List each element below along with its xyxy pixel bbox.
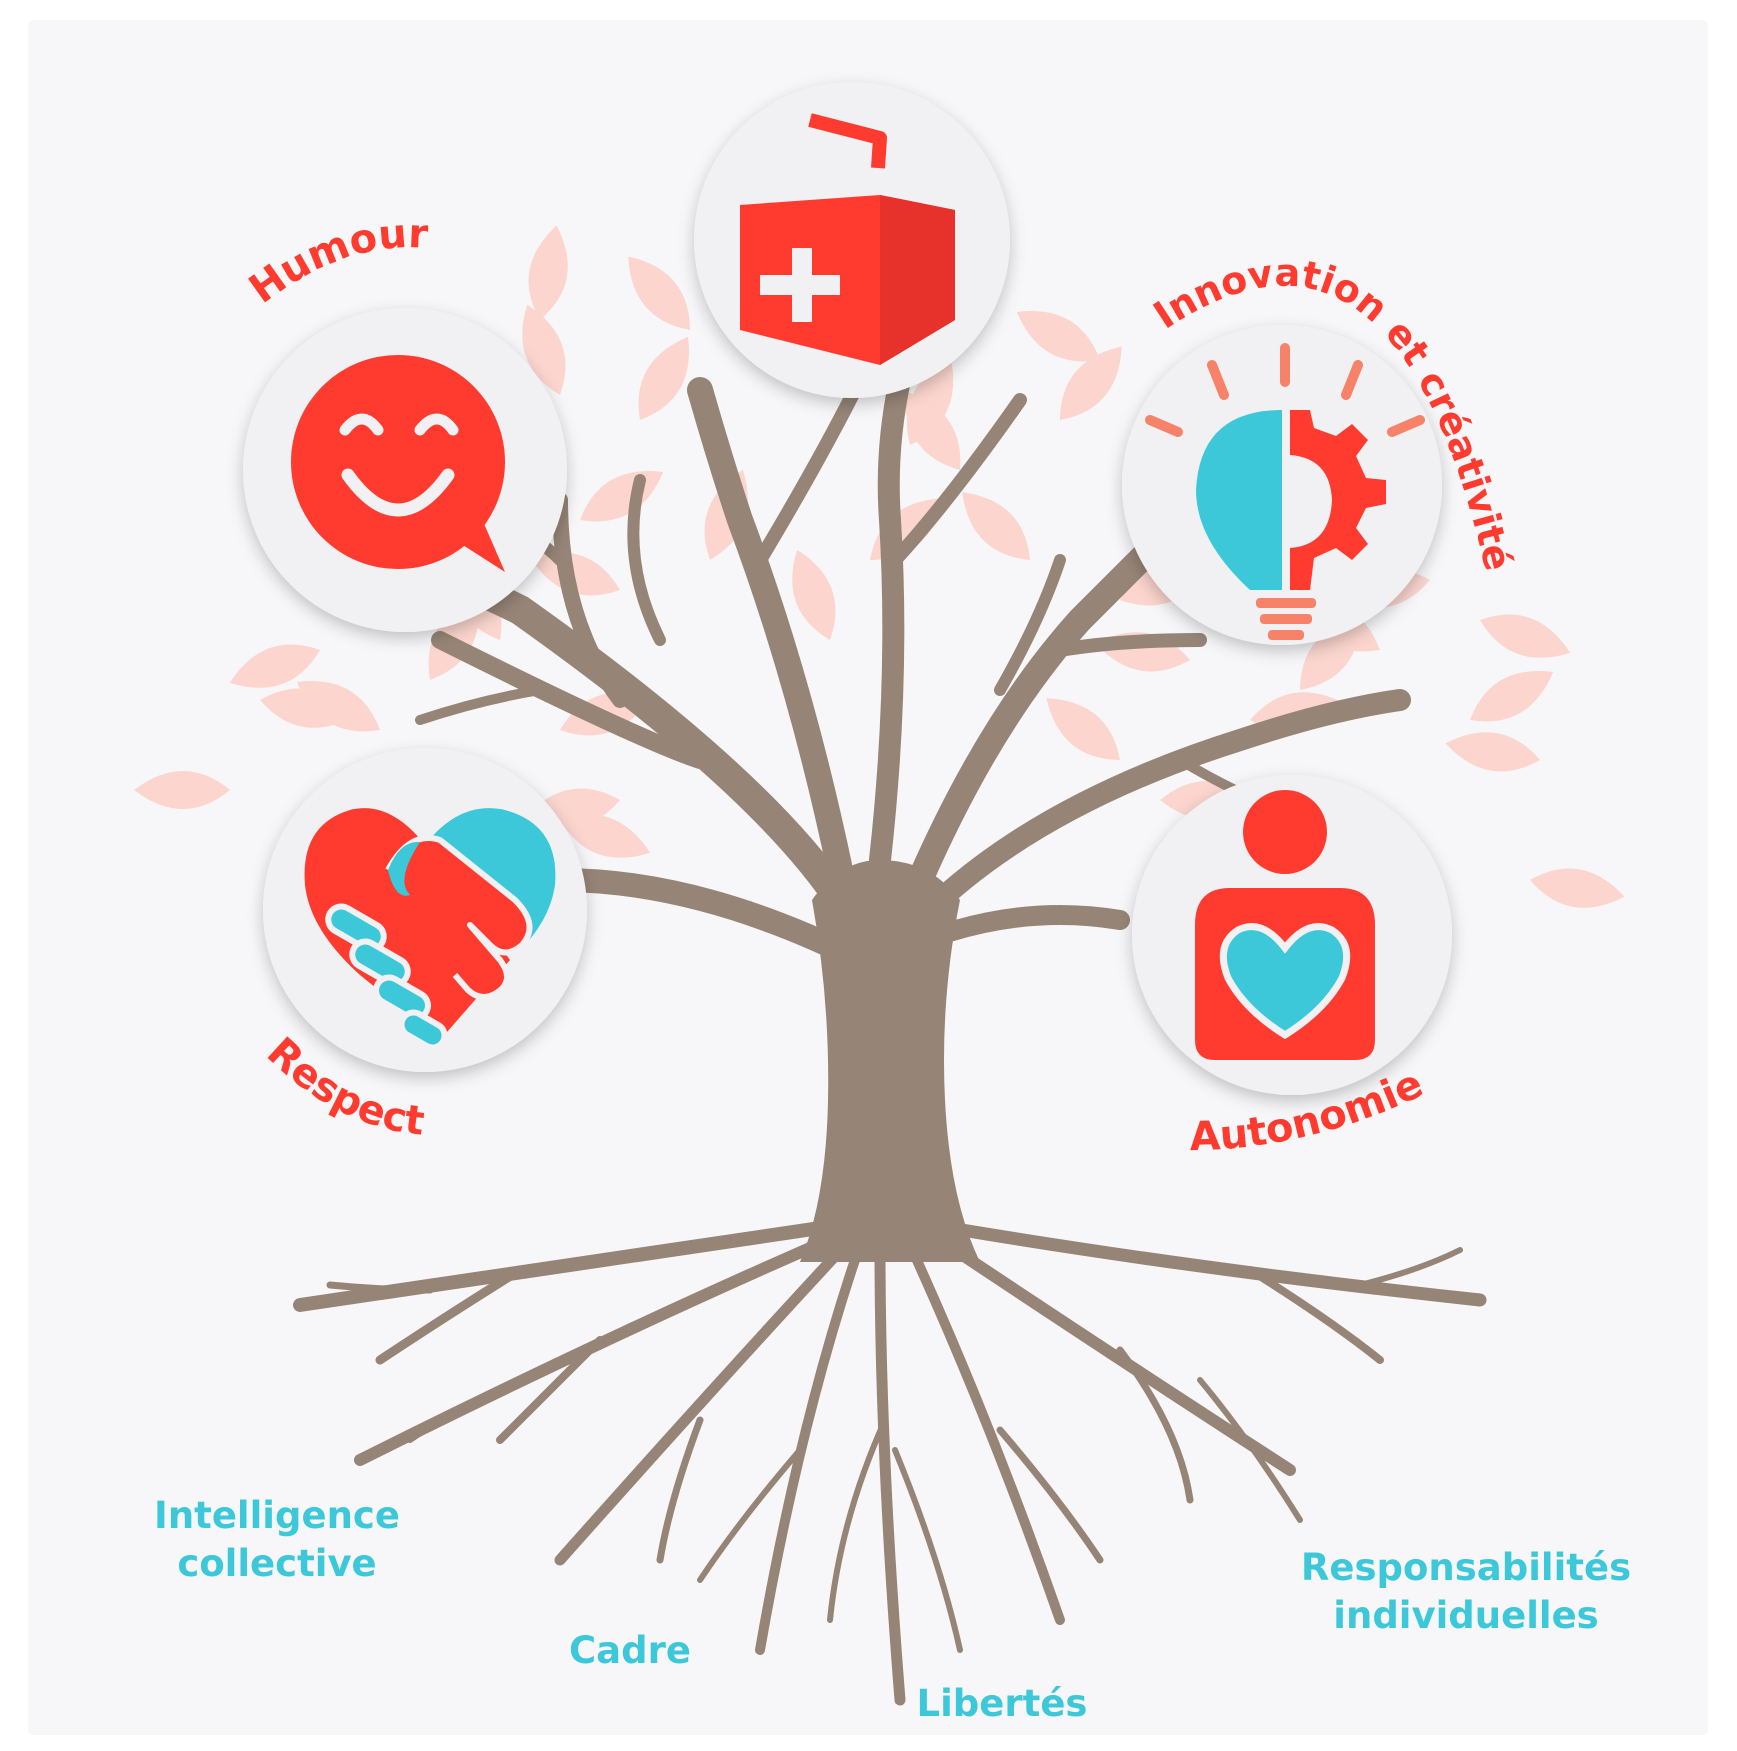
- badge-care: [694, 82, 1010, 398]
- svg-text:Responsabilités: Responsabilités: [1301, 1546, 1631, 1589]
- lightbulb-gear-icon: [1145, 343, 1425, 640]
- svg-text:individuelles: individuelles: [1333, 1594, 1598, 1637]
- smiley-speech-bubble-icon: [291, 355, 505, 572]
- person-heart-icon: [1195, 790, 1375, 1060]
- tree-roots: [293, 1218, 1487, 1706]
- tree-trunk: [800, 860, 980, 1262]
- badge-innovation: [1122, 325, 1442, 645]
- svg-text:collective: collective: [177, 1542, 376, 1585]
- badge-respect: [263, 748, 587, 1072]
- badge-humour: [243, 308, 567, 632]
- handshake-heart-icon: [304, 808, 556, 1051]
- root-label-responsabilites: Responsabilités individuelles: [1301, 1546, 1631, 1637]
- root-label-intelligence: Intelligence collective: [154, 1494, 400, 1585]
- badge-autonomie: [1132, 775, 1452, 1095]
- root-label-cadre: Cadre: [569, 1629, 691, 1672]
- svg-text:Intelligence: Intelligence: [154, 1494, 400, 1537]
- first-aid-kit-icon: [740, 113, 955, 365]
- root-label-libertes: Libertés: [917, 1682, 1088, 1725]
